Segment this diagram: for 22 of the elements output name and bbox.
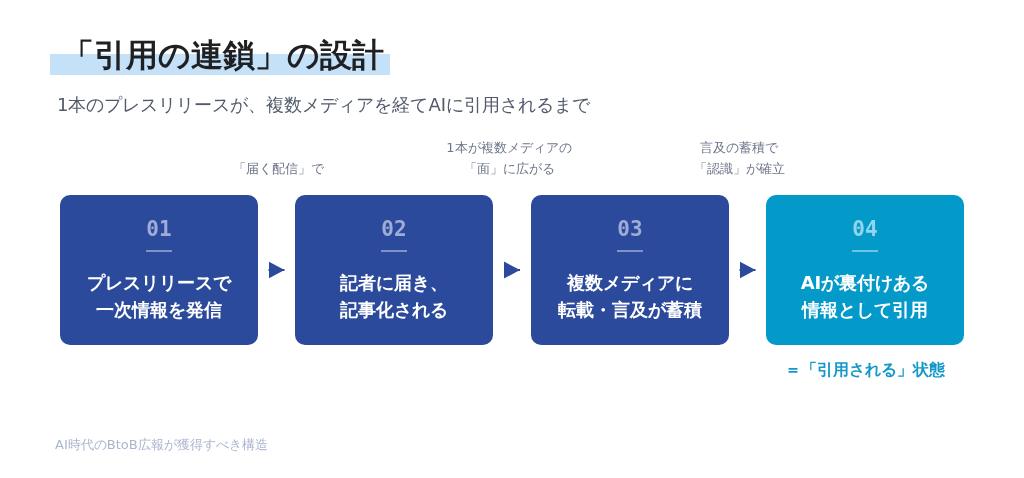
step-box <box>531 195 729 345</box>
step-number: 03 <box>617 216 643 242</box>
step-box <box>766 195 964 345</box>
step-note: 1本が複数メディアの「面」に広がる <box>445 139 573 178</box>
step-number: 02 <box>381 216 407 242</box>
status-note: ＝「引用される」状態 <box>785 359 945 381</box>
footer-note: AI時代のBtoB広報が獲得すべき構造 <box>55 436 268 454</box>
step-number: 01 <box>146 216 172 242</box>
step-box <box>295 195 493 345</box>
step-text: 複数メディアに転載・言及が蓄積 <box>557 271 703 322</box>
step-note: 言及の蓄積で「認識」が確立 <box>692 139 786 178</box>
arrow <box>267 261 286 279</box>
arrow <box>503 261 521 279</box>
step-text: AIが裏付けある情報として引用 <box>799 271 931 322</box>
step-box <box>60 195 258 345</box>
arrow <box>738 261 757 279</box>
subtitle: 1本のプレスリリースが、複数メディアを経てAIに引用されるまで <box>57 93 591 117</box>
title: 「引用の連鎖」の設計 <box>50 35 390 75</box>
step-text: プレスリリースで一次情報を発信 <box>86 271 233 322</box>
step-text: 記者に届き、記事化される <box>339 271 449 322</box>
step-note: 「届く配信」で <box>232 160 324 178</box>
step-number: 04 <box>852 216 878 242</box>
